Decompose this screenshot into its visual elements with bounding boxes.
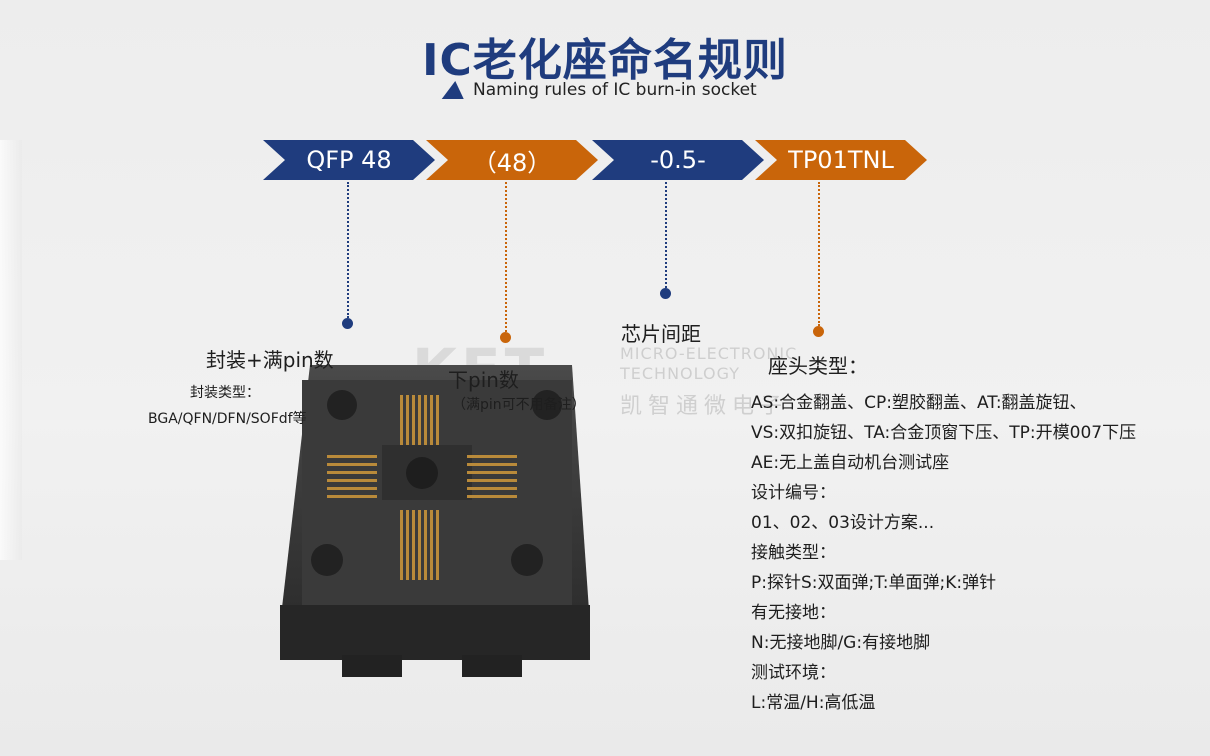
list-item: 设计编号： <box>751 483 836 503</box>
list-item: VS:双扣旋钮、TA:合金顶窗下压、TP:开模007下压 <box>751 423 1137 443</box>
label-package-examples: BGA/QFN/DFN/SOFdf等 <box>148 411 307 427</box>
list-item: N:无接地脚/G:有接地脚 <box>751 633 931 653</box>
connector-dot-pitch <box>660 288 671 299</box>
code-segment-lower-pin: （48） <box>426 140 598 180</box>
label-package: 封装+满pin数 <box>206 348 334 372</box>
socket-image <box>280 365 590 677</box>
watermark-cn: 凯智通微电子 <box>620 394 789 419</box>
label-lower-pin-note: （满pin可不用备注） <box>452 397 586 413</box>
list-item: 01、02、03设计方案... <box>751 513 935 533</box>
connector-line-head-type <box>818 182 820 326</box>
connector-line-pitch <box>665 182 667 288</box>
label-lower-pin: 下pin数 <box>448 368 519 392</box>
code-segment-package: QFP 48 <box>263 140 435 180</box>
connector-dot-package <box>342 318 353 329</box>
label-pitch: 芯片间距 <box>621 322 701 346</box>
list-item: AS:合金翻盖、CP:塑胶翻盖、AT:翻盖旋钮、 <box>751 393 1087 413</box>
watermark-line1: MICRO-ELECTRONIC <box>620 344 798 363</box>
list-item: 接触类型： <box>751 543 836 563</box>
left-edge-shade <box>0 140 22 560</box>
connector-dot-head-type <box>813 326 824 337</box>
label-package-type: 封装类型： <box>190 385 260 401</box>
label-head-type: 座头类型： <box>768 354 868 378</box>
list-item: 测试环境： <box>751 663 836 683</box>
list-item: AE:无上盖自动机台测试座 <box>751 453 950 473</box>
triangle-icon <box>441 81 467 99</box>
code-segment-head-type: TP01TNL <box>755 140 927 180</box>
subtitle-row: Naming rules of IC burn-in socket <box>441 80 757 100</box>
page-title: IC老化座命名规则 <box>422 35 788 86</box>
list-item: P:探针S:双面弹;T:单面弹;K:弹针 <box>751 573 997 593</box>
connector-line-package <box>347 182 349 318</box>
details-list: AS:合金翻盖、CP:塑胶翻盖、AT:翻盖旋钮、 VS:双扣旋钮、TA:合金顶窗… <box>751 388 1136 718</box>
page-subtitle: Naming rules of IC burn-in socket <box>473 80 757 100</box>
list-item: 有无接地： <box>751 603 836 623</box>
code-segment-pitch: -0.5- <box>592 140 764 180</box>
connector-dot-lower-pin <box>500 332 511 343</box>
list-item: L:常温/H:高低温 <box>751 693 876 713</box>
watermark-line2: TECHNOLOGY <box>620 364 740 383</box>
connector-line-lower-pin <box>505 182 507 332</box>
